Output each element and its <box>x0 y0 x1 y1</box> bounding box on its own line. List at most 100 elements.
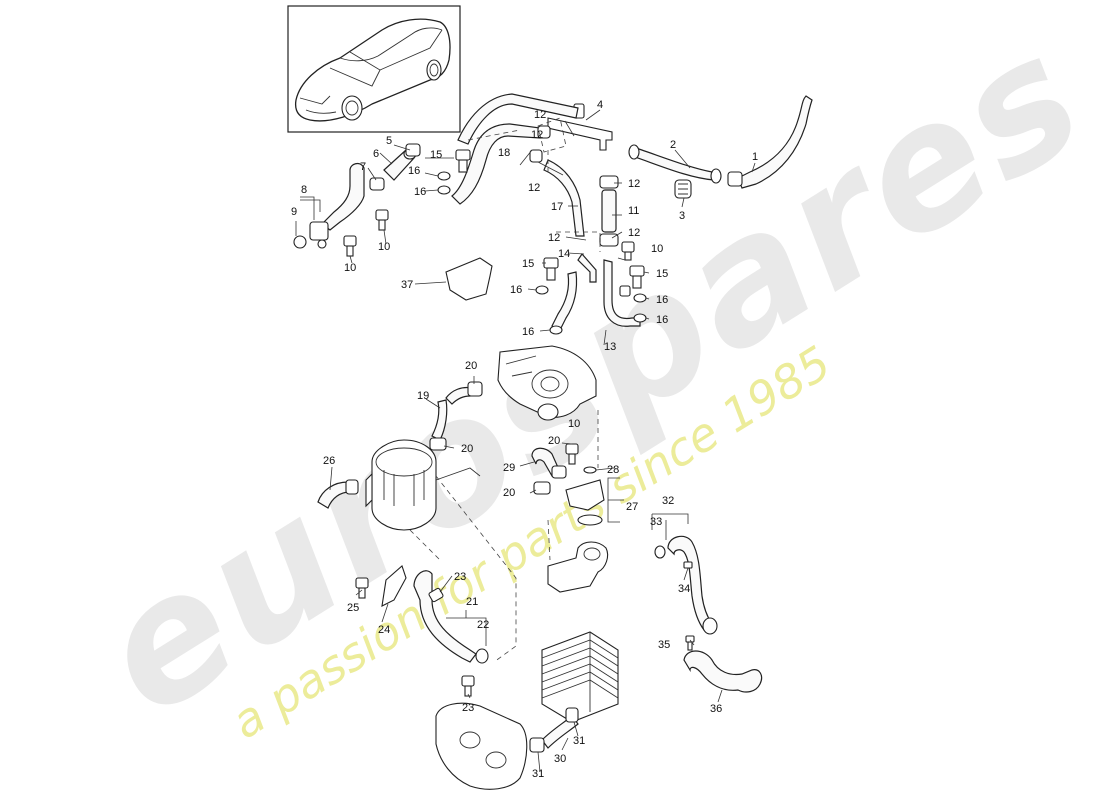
car-illustration <box>294 18 451 122</box>
callout-6: 6 <box>373 148 379 160</box>
callout-16f: 16 <box>656 314 668 326</box>
callout-35: 35 <box>658 639 670 651</box>
callout-16e: 16 <box>656 294 668 306</box>
hose-part-17 <box>543 159 585 237</box>
callout-17: 17 <box>551 201 563 213</box>
bracket-part-24 <box>381 565 407 607</box>
callout-8: 8 <box>301 184 307 196</box>
callout-20d: 20 <box>503 487 515 499</box>
clamp-12-group-top <box>529 117 567 163</box>
hose-1-end <box>727 171 743 187</box>
callout-31a: 31 <box>573 735 585 747</box>
washer-part-16-a <box>437 171 451 181</box>
callout-16a: 16 <box>408 165 420 177</box>
bolt-part-10-a <box>375 209 389 231</box>
bolt-part-34 <box>683 561 693 569</box>
callout-29: 29 <box>503 462 515 474</box>
hose-part-36 <box>683 650 763 693</box>
bolt-part-25 <box>355 577 369 599</box>
dashed-assembly-lines <box>409 129 601 663</box>
seal-part-22 <box>475 648 489 664</box>
hose-2-end-left <box>628 144 640 160</box>
washer-part-16-c <box>535 285 549 295</box>
hose-part-16-lower-left <box>551 271 578 331</box>
callout-22: 22 <box>477 619 489 631</box>
callout-20b: 20 <box>461 443 473 455</box>
callout-7: 7 <box>360 161 366 173</box>
pipe-group-21 <box>355 565 489 697</box>
callout-21: 21 <box>466 596 478 608</box>
callout-24: 24 <box>378 624 390 636</box>
callout-16b: 16 <box>414 186 426 198</box>
seal-part-9 <box>293 235 307 249</box>
washer-part-28 <box>583 466 597 474</box>
bolt-part-23-b <box>461 675 475 697</box>
hose-upper-loop <box>457 93 579 145</box>
hose-part-30 <box>541 715 579 749</box>
bolt-part-15-top <box>455 149 471 173</box>
washer-part-16-e <box>633 293 647 303</box>
callout-12e: 12 <box>628 227 640 239</box>
clamp-part-20-c <box>551 465 567 479</box>
washer-part-16-b <box>437 185 451 195</box>
oil-filter-housing <box>365 345 597 531</box>
callout-20a: 20 <box>465 360 477 372</box>
callout-3: 3 <box>679 210 685 222</box>
callout-12f: 12 <box>548 232 560 244</box>
callout-26: 26 <box>323 455 335 467</box>
clamp-part-5 <box>405 143 421 157</box>
callout-10a: 10 <box>378 241 390 253</box>
callout-2: 2 <box>670 139 676 151</box>
vehicle-inset <box>287 5 461 133</box>
callout-16d: 16 <box>522 326 534 338</box>
leader-lines <box>295 109 756 773</box>
bolt-part-10-b <box>343 235 357 257</box>
hose-2-end-right <box>710 168 722 184</box>
callout-36: 36 <box>710 703 722 715</box>
hose-group-32 <box>654 535 763 693</box>
callout-31b: 31 <box>532 768 544 780</box>
seal-part-27 <box>577 514 603 526</box>
callout-15a: 15 <box>430 149 442 161</box>
clamp-part-20-a <box>467 381 483 397</box>
callout-18: 18 <box>498 147 510 159</box>
callout-23a: 23 <box>454 571 466 583</box>
hose-part-2 <box>631 147 715 181</box>
callout-labels: 1 2 3 4 5 6 7 8 9 10 10 10 10 11 12 12 1… <box>291 99 758 780</box>
callout-1: 1 <box>752 151 758 163</box>
callout-32: 32 <box>662 495 674 507</box>
callout-16c: 16 <box>510 284 522 296</box>
callout-10b: 10 <box>344 262 356 274</box>
clamp-part-31-a <box>565 707 579 723</box>
callout-37: 37 <box>401 279 413 291</box>
callout-23b: 23 <box>462 702 474 714</box>
callout-20c: 20 <box>548 435 560 447</box>
callout-12a: 12 <box>534 109 546 121</box>
hose-part-11 <box>601 189 617 233</box>
vent-valve-group <box>293 143 471 257</box>
clamp-part-3 <box>674 179 692 199</box>
clamp-part-7 <box>369 177 385 191</box>
callout-34: 34 <box>678 583 690 595</box>
callout-13: 13 <box>604 341 616 353</box>
clamp-part-20-d <box>533 481 551 495</box>
bolt-part-10-d <box>565 443 579 465</box>
callout-5: 5 <box>386 135 392 147</box>
breather-hose-assembly-upper <box>451 93 813 331</box>
callout-19: 19 <box>417 390 429 402</box>
clamp-12-top-11 <box>599 175 619 189</box>
callout-10d: 10 <box>568 418 580 430</box>
callout-27: 27 <box>626 501 638 513</box>
bolt-part-15-right <box>629 265 645 289</box>
callout-30: 30 <box>554 753 566 765</box>
callout-12c: 12 <box>528 182 540 194</box>
bolt-part-23-a <box>428 587 444 603</box>
hose-part-14 <box>577 253 597 283</box>
callout-12d: 12 <box>628 178 640 190</box>
bracket-part-37 <box>445 257 493 301</box>
washer-part-16-d <box>549 325 563 335</box>
callout-12b: 12 <box>531 129 543 141</box>
callout-15c: 15 <box>656 268 668 280</box>
callout-11: 11 <box>628 205 639 217</box>
